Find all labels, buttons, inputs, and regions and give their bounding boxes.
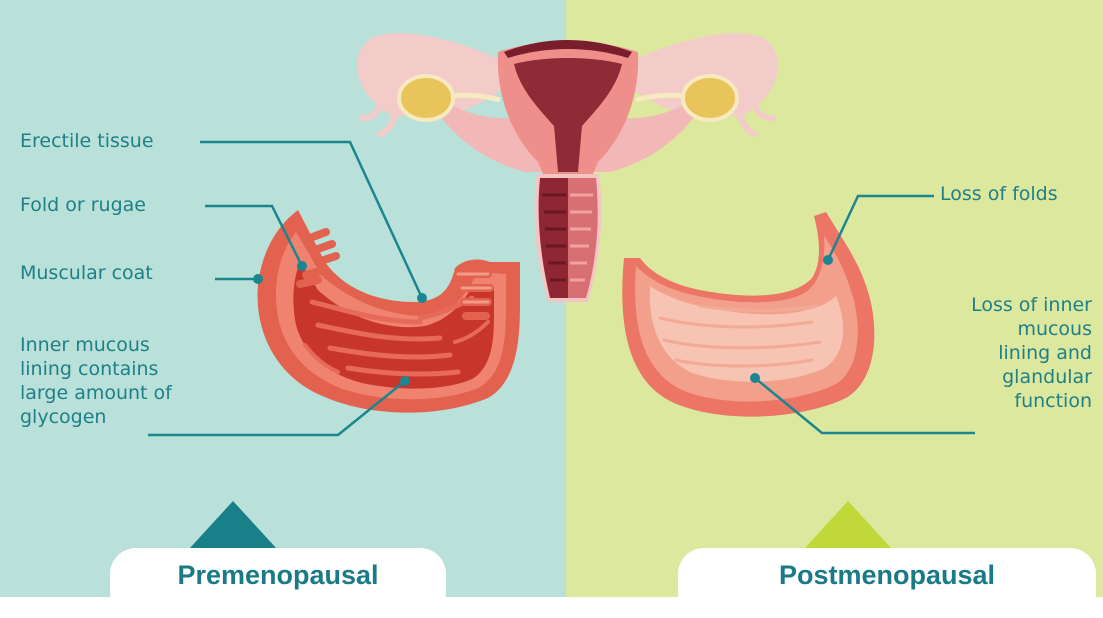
label-loss-of-folds: Loss of folds	[940, 182, 1098, 206]
premenopausal-wall-section	[258, 210, 520, 413]
postmenopausal-title-pill: Postmenopausal	[678, 548, 1096, 618]
postmenopausal-marker	[804, 501, 892, 549]
premenopausal-title-pill: Premenopausal	[110, 548, 446, 618]
label-loss-of-inner-line-1: Loss of inner	[930, 293, 1092, 317]
label-inner-mucous-line-4: glycogen	[20, 405, 172, 429]
postmenopausal-title: Postmenopausal	[678, 560, 1096, 591]
label-loss-of-inner-line-5: function	[930, 389, 1092, 413]
label-inner-mucous-line-3: large amount of	[20, 381, 172, 405]
label-loss-of-inner-line-2: mucous	[930, 317, 1092, 341]
premenopausal-title: Premenopausal	[110, 560, 446, 591]
label-fold-or-rugae: Fold or rugae	[20, 193, 146, 217]
label-erectile-tissue: Erectile tissue	[20, 129, 154, 153]
label-loss-of-inner-line-4: glandular	[930, 365, 1092, 389]
label-inner-mucous: Inner mucous lining contains large amoun…	[20, 333, 172, 429]
uterus-illustration	[357, 33, 778, 302]
label-inner-mucous-line-2: lining contains	[20, 357, 172, 381]
label-loss-of-inner: Loss of inner mucous lining and glandula…	[930, 293, 1092, 413]
label-muscular-coat: Muscular coat	[20, 261, 153, 285]
label-loss-of-inner-line-3: lining and	[930, 341, 1092, 365]
label-inner-mucous-line-1: Inner mucous	[20, 333, 172, 357]
premenopausal-marker	[189, 501, 277, 549]
